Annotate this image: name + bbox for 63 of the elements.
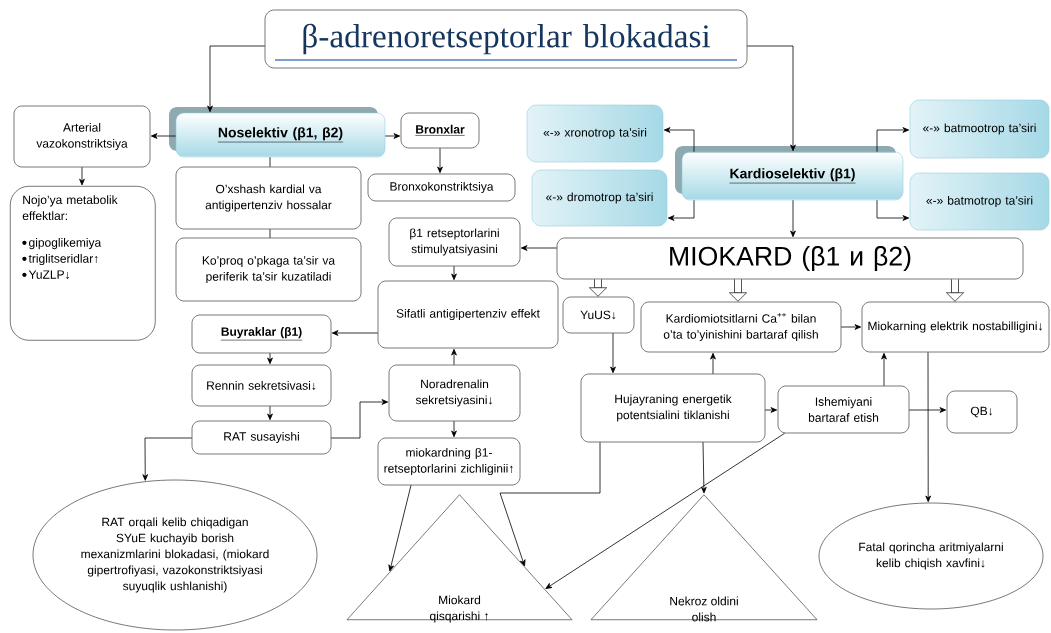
process-box: YuUS↓ — [562, 296, 635, 334]
process-box: Kardiomiotsitlarni Ca$^{++}$ bilan o’ta to’yinishini bartaraf qilish — [640, 301, 842, 353]
arrow — [589, 279, 607, 297]
effect-box: «-» dromotrop ta’siri — [531, 169, 668, 227]
arrow — [610, 332, 616, 374]
arrow — [881, 352, 887, 387]
arrow — [663, 127, 695, 153]
arrow — [388, 484, 412, 572]
outcome-triangle: Miokard qisqarishi ↑ — [346, 494, 573, 623]
process-box: Sifatli antigipertenziv effekt — [377, 280, 559, 349]
process-box: Ko’proq o’pkaga ta’sir va periferik ta’sir kuzatiladi — [175, 237, 362, 302]
effect-box: «-» xronotrop ta’siri — [526, 104, 664, 163]
arrow — [946, 279, 964, 302]
arrow — [451, 265, 457, 281]
arrow — [876, 199, 910, 221]
arrow — [908, 407, 947, 413]
arrow — [207, 45, 266, 113]
arrow — [520, 245, 558, 251]
arrow — [437, 147, 443, 174]
arrow — [142, 437, 193, 481]
effect-box: «-» batmootrop ta’siri — [909, 99, 1050, 159]
arrow — [925, 351, 931, 503]
effect-box: «-» batmotrop ta’siri — [909, 172, 1050, 231]
arrow — [384, 133, 401, 139]
process-box: miokardning β1-retseptorlarini zichliginii↑ — [377, 437, 521, 486]
process-box: Bronxokonstriktsiya — [367, 173, 516, 202]
arrow — [451, 348, 457, 366]
arrow — [764, 407, 778, 413]
arrow — [746, 45, 796, 152]
arrow — [499, 441, 601, 567]
effects-box: Nojo’ya metabolik effektlar: gipoglikemiya triglitseridlar↑ YuZLP↓ — [10, 186, 156, 341]
organ-box: MIOKARD (β1 и β2) — [556, 237, 1024, 280]
process-box: Arterial vazokonstriktsiya — [13, 105, 151, 168]
process-box: Miokarning elektrik nostabilligini↓ — [861, 301, 1050, 353]
outcome-triangle: Nekroz oldini olish — [590, 494, 818, 622]
arrow — [267, 405, 273, 421]
arrow — [331, 330, 379, 336]
arrow — [79, 166, 85, 186]
process-box: Hujayraning energetik potentsialini tiklanishi — [580, 373, 766, 443]
process-box: Bronxlar — [400, 112, 480, 149]
arrow — [840, 324, 862, 330]
process-box: Rennin sekretsivasi↓ — [191, 364, 332, 407]
arrow — [710, 352, 716, 375]
arrow — [330, 399, 389, 439]
category-box: Kardioselektiv (β1) — [675, 146, 904, 201]
arrow — [267, 352, 273, 365]
process-box: Buyraklar (β1) — [191, 314, 332, 354]
arrow — [150, 133, 177, 139]
arrow — [451, 420, 457, 438]
process-box: RAT susayishi — [191, 420, 332, 455]
arrow — [729, 279, 747, 302]
process-box: O’xshash kardial va antigipertenziv hossalar — [175, 166, 362, 230]
title-box: β-adrenoretseptorlar blokadasi — [264, 9, 748, 69]
arrow — [701, 441, 707, 494]
arrow — [545, 432, 786, 589]
process-box: QB↓ — [946, 390, 1018, 434]
category-box: Noselektiv (β1, β2) — [169, 107, 386, 158]
arrow — [876, 127, 910, 153]
arrow — [667, 199, 695, 221]
process-box: Ishemiyani bartaraf etish — [777, 385, 910, 434]
arrow — [790, 199, 796, 238]
process-box: β1 retseptorlarini stimulyatsiyasini — [388, 217, 521, 267]
process-box: Noradrenalin sekretsiyasini↓ — [388, 364, 521, 422]
